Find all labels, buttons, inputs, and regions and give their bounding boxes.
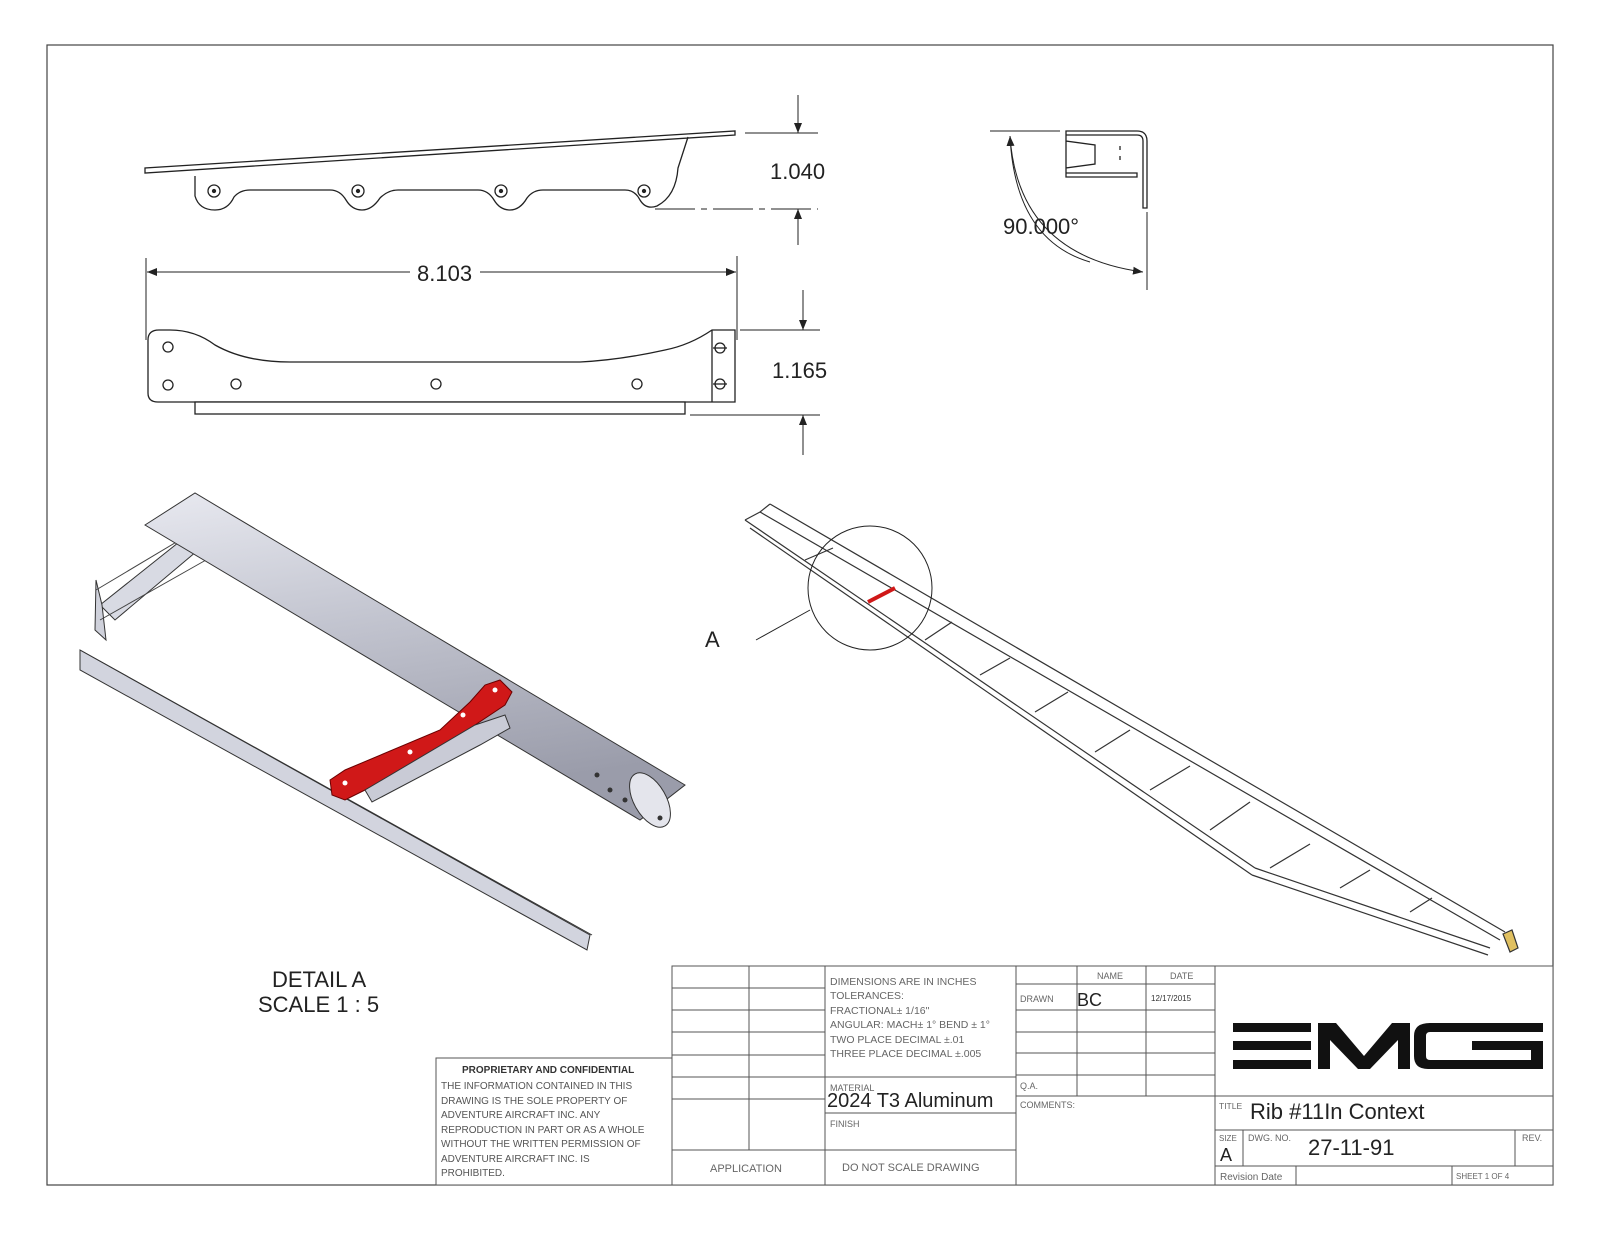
dimension-height-plan-value: 1.165 [772, 358, 827, 383]
dimension-angle [990, 130, 1148, 290]
dimension-height-side-value: 1.040 [770, 159, 825, 184]
proprietary-line-1: THE INFORMATION CONTAINED IN THIS [441, 1081, 632, 1092]
proprietary-line-2: DRAWING IS THE SOLE PROPERTY OF [441, 1096, 627, 1107]
dwg-no-value: 27-11-91 [1308, 1135, 1394, 1160]
side-view [144, 130, 736, 211]
detail-a-view [79, 492, 686, 951]
proprietary-line-6: ADVENTURE AIRCRAFT INC. IS [441, 1154, 590, 1165]
emg-logo [1233, 1023, 1543, 1069]
end-view [1065, 130, 1148, 209]
dimension-height-plan [690, 290, 820, 455]
proprietary-line-7: PROHIBITED. [441, 1168, 505, 1179]
detail-a-label: DETAIL A [272, 967, 366, 992]
date-header: DATE [1170, 971, 1193, 981]
material-value: 2024 T3 Aluminum [827, 1090, 993, 1112]
proprietary-heading: PROPRIETARY AND CONFIDENTIAL [462, 1065, 634, 1076]
drawn-name: BC [1077, 990, 1102, 1010]
highlighted-rib [329, 679, 513, 801]
proprietary-line-5: WITHOUT THE WRITTEN PERMISSION OF [441, 1139, 641, 1150]
revision-date-label: Revision Date [1220, 1172, 1283, 1183]
dimension-height-side [655, 95, 818, 245]
size-label: SIZE [1219, 1134, 1237, 1143]
qa-label: Q.A. [1020, 1081, 1038, 1091]
material-label: MATERIAL [830, 1083, 874, 1093]
do-not-scale-label: DO NOT SCALE DRAWING [842, 1162, 980, 1174]
dimension-angle-value: 90.000° [1003, 214, 1079, 239]
assembly-view [744, 503, 1519, 956]
tolerance-line-6: THREE PLACE DECIMAL ±.005 [830, 1048, 981, 1060]
drawing-title: Rib #11In Context [1250, 1099, 1424, 1124]
tolerance-line-1: DIMENSIONS ARE IN INCHES [830, 976, 976, 988]
comments-label: COMMENTS: [1020, 1100, 1075, 1110]
drawn-date: 12/17/2015 [1151, 994, 1192, 1003]
drawn-label: DRAWN [1020, 994, 1054, 1004]
size-value: A [1220, 1145, 1232, 1165]
name-header: NAME [1097, 971, 1123, 981]
tolerance-line-2: TOLERANCES: [830, 990, 904, 1002]
tolerance-line-3: FRACTIONAL± 1/16" [830, 1005, 930, 1017]
finish-label: FINISH [830, 1119, 860, 1129]
title-block-grid [671, 965, 1554, 1186]
plan-view [147, 329, 736, 415]
proprietary-line-3: ADVENTURE AIRCRAFT INC. ANY [441, 1110, 601, 1121]
tolerance-line-4: ANGULAR: MACH± 1° BEND ± 1° [830, 1019, 990, 1031]
title-label: TITLE [1219, 1101, 1242, 1111]
rev-label: REV. [1522, 1133, 1542, 1143]
dimension-length-value: 8.103 [417, 261, 472, 286]
detail-callout-a: A [705, 627, 720, 652]
application-label: APPLICATION [710, 1163, 782, 1175]
dimension-length [145, 256, 738, 340]
proprietary-block: PROPRIETARY AND CONFIDENTIAL THE INFORMA… [435, 1057, 673, 1186]
detail-a-scale: SCALE 1 : 5 [258, 992, 379, 1017]
dwg-no-label: DWG. NO. [1248, 1133, 1291, 1143]
sheet-label: SHEET 1 OF 4 [1456, 1172, 1510, 1181]
tolerance-line-5: TWO PLACE DECIMAL ±.01 [830, 1034, 964, 1046]
proprietary-line-4: REPRODUCTION IN PART OR AS A WHOLE [441, 1125, 645, 1136]
